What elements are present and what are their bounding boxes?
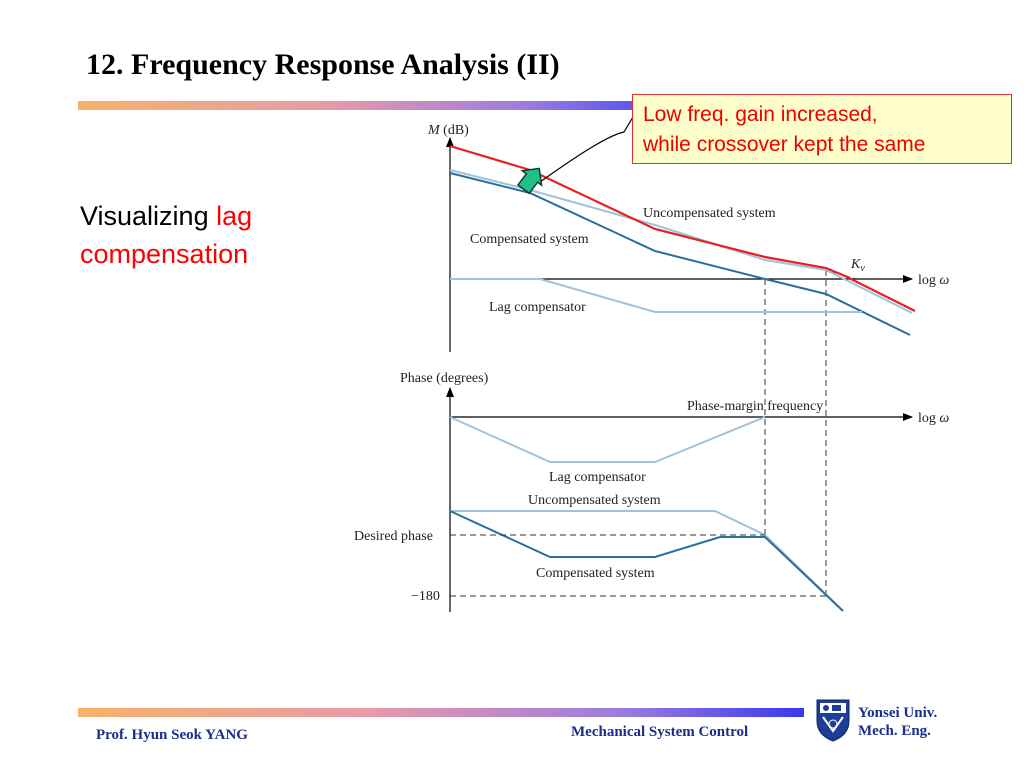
lag-compensator-phase-label: Lag compensator xyxy=(549,470,646,485)
footer-university-name: Yonsei Univ. xyxy=(858,705,938,721)
compensated-magnitude-label: Compensated system xyxy=(470,232,589,247)
increased-gain-curve xyxy=(449,144,916,312)
uncompensated-magnitude-label: Uncompensated system xyxy=(643,206,776,221)
minus180-label: −180 xyxy=(411,589,440,604)
callout-pointer-line xyxy=(539,116,634,183)
slide-title: 12. Frequency Response Analysis (II) xyxy=(86,48,560,81)
callout-arrow-icon xyxy=(516,167,543,195)
phase-margin-frequency-label: Phase-margin frequency xyxy=(687,399,823,414)
magnitude-x-axis-label: log ω xyxy=(918,273,949,288)
magnitude-y-axis-label: M (dB) xyxy=(427,123,469,138)
kv-label: Kv xyxy=(850,257,865,274)
subtitle-prefix: Visualizing xyxy=(80,201,217,231)
university-shield-icon xyxy=(816,699,850,742)
slide-subtitle: Visualizing lag compensation xyxy=(80,197,340,273)
title-underline-bar xyxy=(78,101,638,110)
callout-line-2: while crossover kept the same xyxy=(643,133,926,156)
lag-compensator-magnitude-label: Lag compensator xyxy=(489,300,586,315)
footer-bar xyxy=(78,708,804,717)
phase-y-axis-label: Phase (degrees) xyxy=(400,371,489,386)
lag-compensator-phase-curve xyxy=(449,416,766,463)
compensated-phase-curve xyxy=(449,510,844,612)
footer-department: Mech. Eng. xyxy=(858,723,931,739)
uncompensated-phase-label: Uncompensated system xyxy=(528,493,661,508)
desired-phase-label: Desired phase xyxy=(354,529,433,544)
phase-x-axis-label: log ω xyxy=(918,411,949,426)
footer-course: Mechanical System Control xyxy=(571,724,749,740)
footer-university: Yonsei Univ. Mech. Eng. xyxy=(858,704,937,740)
compensated-phase-label: Compensated system xyxy=(536,566,655,581)
subtitle-highlight-compensation: compensation xyxy=(80,239,249,269)
callout-box: Low freq. gain increased, while crossove… xyxy=(632,94,1012,164)
lag-compensator-magnitude-curve xyxy=(450,278,862,313)
footer-author: Prof. Hyun Seok YANG xyxy=(96,727,248,743)
compensated-magnitude-curve xyxy=(449,172,911,336)
callout-line-1: Low freq. gain increased, xyxy=(643,103,878,126)
subtitle-highlight-lag: lag xyxy=(216,201,253,231)
